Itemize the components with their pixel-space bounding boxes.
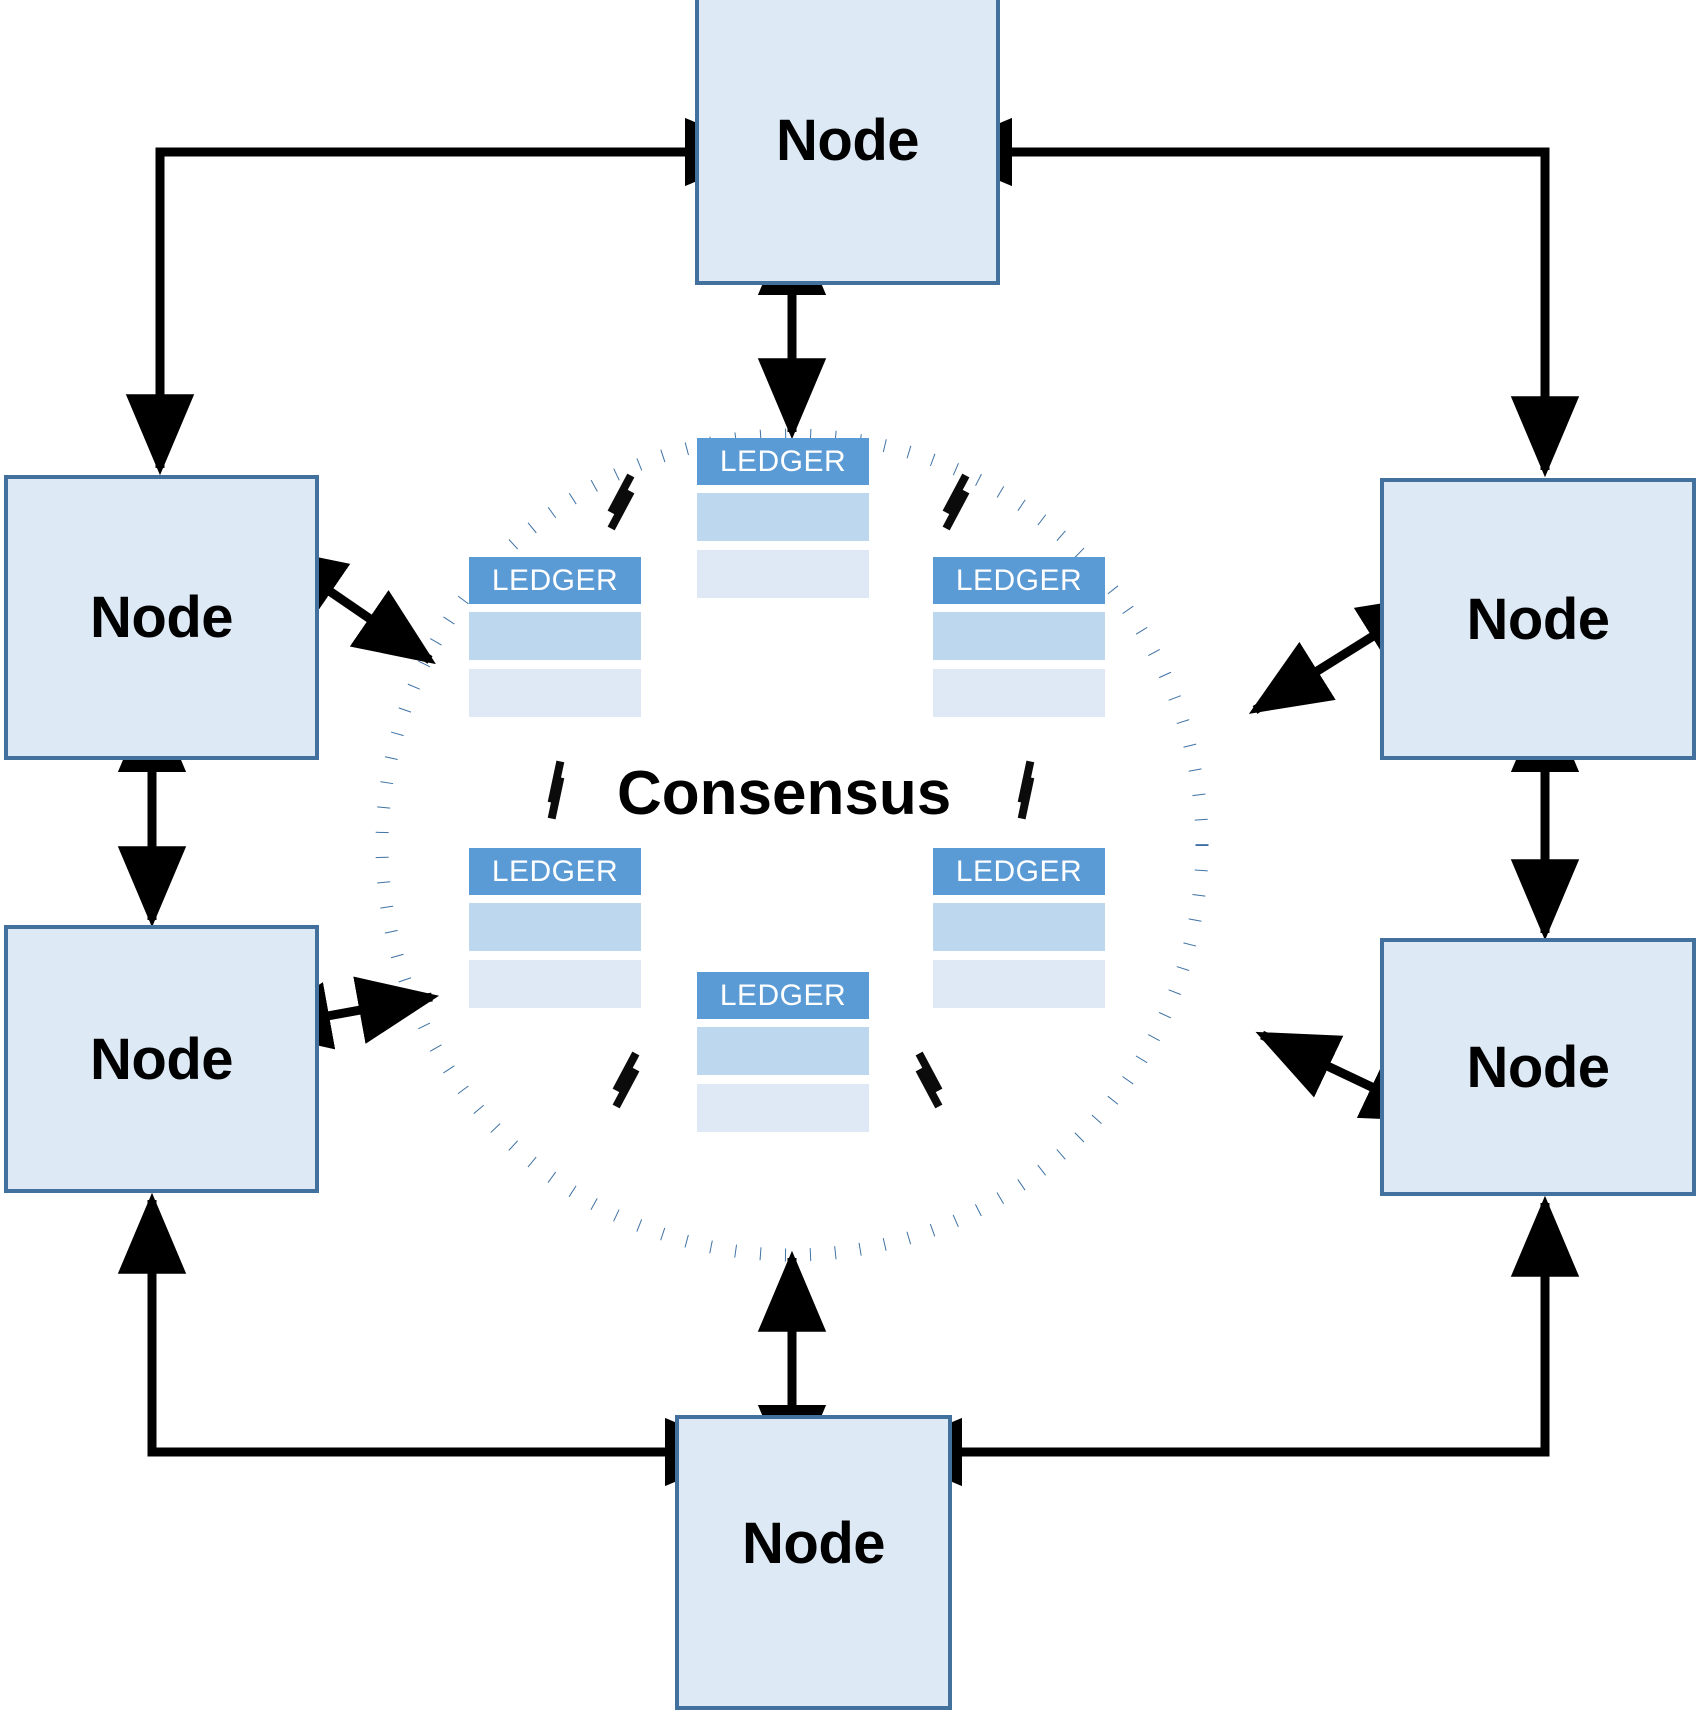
node-right-upper[interactable]: Node: [1380, 478, 1696, 760]
ledger-upper-right-row-1: [933, 612, 1105, 660]
ledger-lower-right-row-1: [933, 903, 1105, 951]
node-left-upper-label: Node: [90, 585, 234, 650]
ledger-top-row-1: [697, 493, 869, 541]
node-right-lower-label: Node: [1466, 1034, 1611, 1100]
node-top-label: Node: [776, 108, 920, 173]
ledger-upper-left-row-1: [469, 612, 641, 660]
equals-mid-left-icon: [535, 760, 579, 820]
ledger-lower-left-row-1: [469, 903, 641, 951]
ledger-upper-right-row-2: [933, 669, 1105, 717]
ledger-lower-right-header: LEDGER: [933, 848, 1105, 895]
node-left-lower[interactable]: Node: [4, 925, 319, 1193]
ledger-bottom-row-1: [697, 1027, 869, 1075]
conn-topleft-elbow: [125, 117, 766, 476]
node-bottom[interactable]: Node: [675, 1415, 952, 1710]
node-top[interactable]: Node: [695, 0, 1000, 285]
conn-botleft-elbow: [117, 1192, 746, 1487]
ledger-upper-left-header: LEDGER: [469, 557, 641, 604]
consensus-label: Consensus: [617, 759, 952, 828]
node-left-upper[interactable]: Node: [4, 475, 319, 760]
ledger-lower-right-row-2: [933, 960, 1105, 1008]
node-right-upper-label: Node: [1466, 586, 1611, 652]
ledger-upper-right-header: LEDGER: [933, 557, 1105, 604]
ledger-upper-left-row-2: [469, 669, 641, 717]
consensus-circle: [375, 428, 1209, 1262]
node-bottom-label: Node: [742, 1511, 886, 1576]
conn-left-upper-to-circle: [264, 546, 436, 665]
ledger-bottom[interactable]: LEDGER: [697, 972, 869, 1132]
equals-bottom-left-icon: [605, 1051, 649, 1109]
ledger-upper-right[interactable]: LEDGER: [933, 557, 1105, 717]
ledger-bottom-header: LEDGER: [697, 972, 869, 1019]
conn-botright-elbow: [881, 1195, 1580, 1487]
equals-top-left-icon: [600, 473, 644, 531]
ledger-top[interactable]: LEDGER: [697, 438, 869, 598]
equals-bottom-right-icon: [908, 1051, 952, 1109]
ledger-top-header: LEDGER: [697, 438, 869, 485]
ledger-top-row-2: [697, 550, 869, 598]
ledger-lower-right[interactable]: LEDGER: [933, 848, 1105, 1008]
node-right-lower[interactable]: Node: [1380, 938, 1696, 1196]
ledger-lower-left-row-2: [469, 960, 641, 1008]
ledger-upper-left[interactable]: LEDGER: [469, 557, 641, 717]
equals-top-right-icon: [935, 473, 979, 531]
conn-right-lower-to-circle: [1255, 1030, 1445, 1122]
ledger-bottom-row-2: [697, 1084, 869, 1132]
ledger-lower-left-header: LEDGER: [469, 848, 641, 895]
equals-mid-right-icon: [1005, 760, 1049, 820]
ledger-lower-left[interactable]: LEDGER: [469, 848, 641, 1008]
node-left-lower-label: Node: [90, 1026, 234, 1092]
conn-left-lower-to-circle: [249, 976, 440, 1050]
conn-topright-elbow: [931, 117, 1580, 478]
conn-right-upper-to-circle: [1248, 593, 1441, 714]
